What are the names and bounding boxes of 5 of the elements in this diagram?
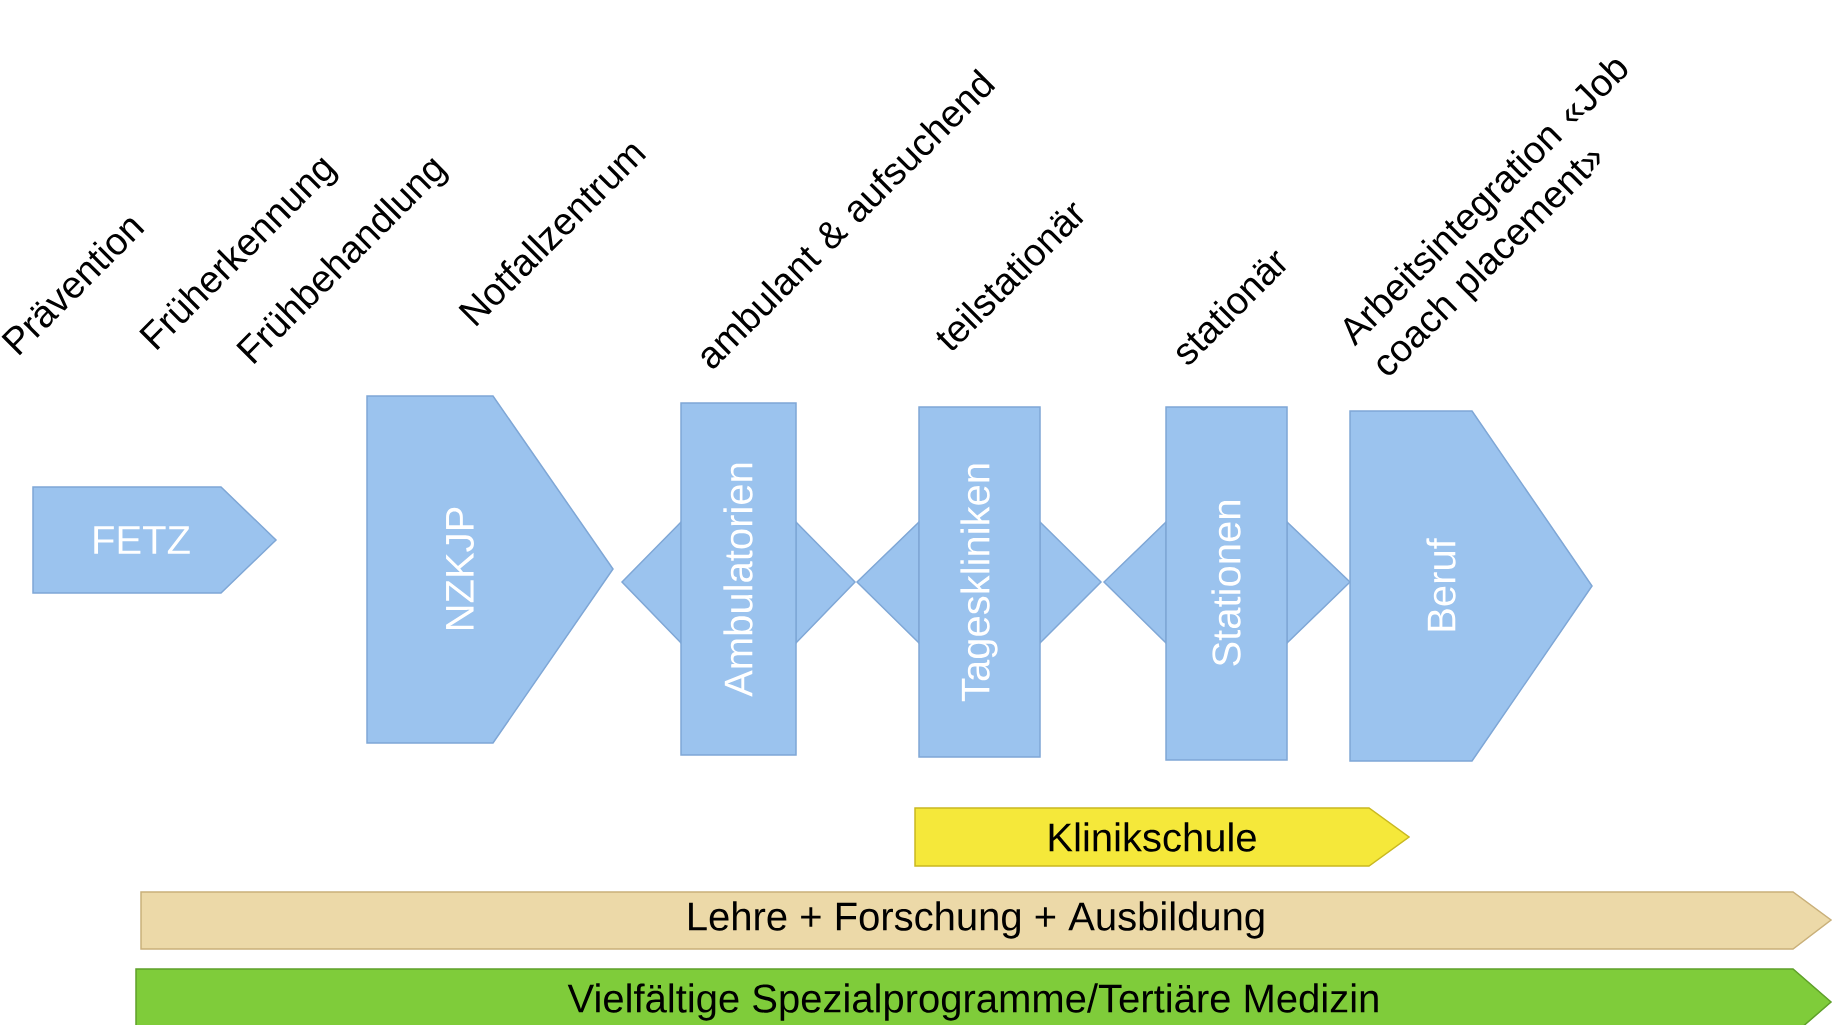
arrow-box: Lehre + Forschung + Ausbildung (140, 891, 1833, 950)
arrow-box: NZKJP (366, 395, 614, 744)
arrow-box: Vielfältige Spezialprogramme/Tertiäre Medizin (135, 968, 1833, 1025)
arrow-box: FETZ (32, 486, 278, 594)
arrow-box: Klinikschule (914, 807, 1411, 867)
